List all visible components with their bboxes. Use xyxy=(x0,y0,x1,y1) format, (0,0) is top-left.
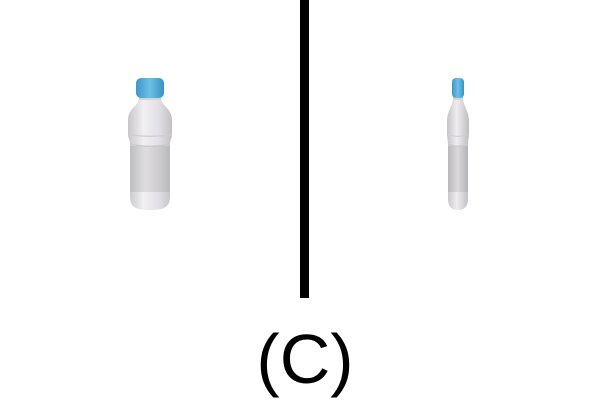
water-bottle-front-view xyxy=(127,78,173,210)
water-bottle-side-view xyxy=(446,78,470,210)
figure-caption: (C) xyxy=(256,320,354,398)
panel-divider xyxy=(300,0,309,298)
